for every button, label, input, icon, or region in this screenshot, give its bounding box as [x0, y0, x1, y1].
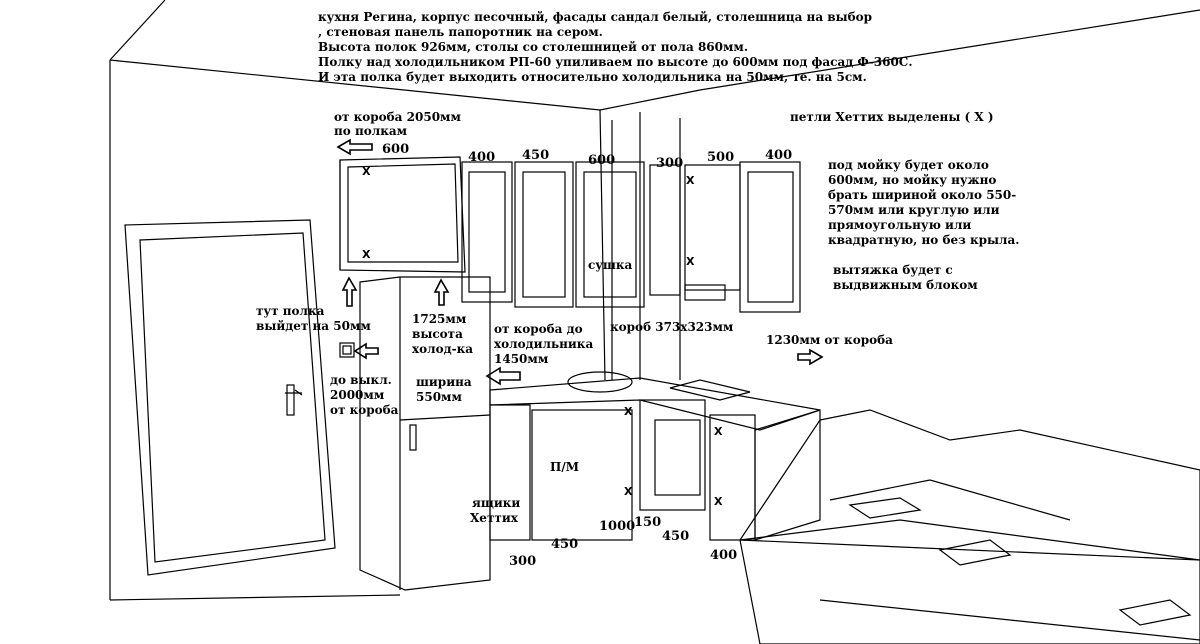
- fridge-height-1: 1725мм: [412, 312, 467, 326]
- dim-upper-400-a: 400: [468, 150, 496, 165]
- hood-note-2: выдвижным блоком: [833, 278, 978, 292]
- upper-cabinet-600: [339, 156, 466, 273]
- sink-note-5: прямоугольную или: [828, 218, 972, 232]
- box-to-shelves-2: по полкам: [334, 124, 408, 138]
- dim-upper-500: 500: [707, 150, 735, 165]
- header-note-2: , стеновая панель папоротник на сером.: [318, 25, 603, 39]
- arrow-left-fridge: [485, 366, 521, 386]
- dim-lower-150: 150: [634, 515, 662, 530]
- fridge-width-1: ширина: [416, 375, 472, 389]
- sink-note-2: 600мм, но мойку нужно: [828, 173, 997, 187]
- switch-note-2: 2000мм: [330, 388, 385, 402]
- box-to-fridge-3: 1450мм: [494, 352, 549, 366]
- dim-upper-600-a: 600: [382, 142, 410, 157]
- arrow-up-fridge: [433, 278, 450, 306]
- hinge-mark-1: X: [362, 165, 371, 178]
- sink-note-6: квадратную, но без крыла.: [828, 233, 1020, 247]
- box-to-fridge-1: от короба до: [494, 322, 583, 336]
- dim-lower-450-b: 450: [662, 529, 690, 544]
- dim-lower-450-a: 450: [551, 537, 579, 552]
- fridge: [359, 276, 491, 591]
- drawers-label-2: Хеттих: [470, 511, 518, 525]
- dim-upper-300: 300: [656, 156, 684, 171]
- arrow-up-shelf: [341, 276, 358, 307]
- hinges-note: петли Хеттих выделены ( X ): [790, 110, 994, 124]
- right-from-box: 1230мм от короба: [766, 333, 893, 347]
- hinge-mark-6: X: [624, 485, 633, 498]
- shelf-out-1: тут полка: [256, 304, 325, 318]
- box-size: короб 373х323мм: [610, 320, 734, 334]
- hinge-mark-5: X: [624, 405, 633, 418]
- switch-note-3: от короба: [330, 403, 399, 417]
- wall-box: [611, 112, 681, 380]
- hinge-mark-7: X: [714, 425, 723, 438]
- dim-upper-600-b: 600: [588, 153, 616, 168]
- door: [124, 219, 336, 576]
- hinge-mark-4: X: [686, 255, 695, 268]
- sink-note-3: брать шириной около 550-: [828, 188, 1017, 202]
- dim-lower-1000: 1000: [599, 519, 636, 534]
- sink-note-1: под мойку будет около: [828, 158, 989, 172]
- shelf-out-2: выйдет на 50мм: [256, 319, 371, 333]
- lower-cabinets: [489, 371, 821, 541]
- arrow-right-box: [797, 348, 824, 366]
- drawers-label-1: ящики: [472, 496, 521, 510]
- dim-upper-400-b: 400: [765, 148, 793, 163]
- fridge-height-2: высота: [412, 327, 463, 341]
- box-to-fridge-2: холодильника: [494, 337, 594, 351]
- box-to-shelves-1: от короба 2050мм: [334, 110, 461, 124]
- hinge-mark-3: X: [686, 174, 695, 187]
- dishwasher-label: П/М: [550, 460, 579, 474]
- hinge-mark-2: X: [362, 248, 371, 261]
- sink-note-4: 570мм или круглую или: [828, 203, 1000, 217]
- switch-note-1: до выкл.: [330, 373, 392, 387]
- upper-cabinets: [461, 161, 801, 313]
- arrows: [336, 138, 824, 386]
- dim-lower-400: 400: [710, 548, 738, 563]
- header-note-1: кухня Регина, корпус песочный, фасады са…: [318, 10, 873, 24]
- sofa: [739, 409, 1200, 644]
- light-switch: [339, 342, 355, 358]
- dim-upper-450: 450: [522, 148, 550, 163]
- dim-lower-300: 300: [509, 554, 537, 569]
- header-note-5: И эта полка будет выходить относительно …: [318, 70, 867, 84]
- fridge-width-2: 550мм: [416, 390, 462, 404]
- arrow-left-switch: [353, 342, 379, 360]
- hinge-mark-8: X: [714, 495, 723, 508]
- fridge-height-3: холод-ка: [412, 342, 474, 356]
- header-note-3: Высота полок 926мм, столы со столешницей…: [318, 40, 749, 54]
- dryer-label: сушка: [588, 258, 633, 272]
- arrow-left-top: [336, 138, 373, 156]
- header-note-4: Полку над холодильником РП-60 упиливаем …: [318, 55, 913, 69]
- hood-note-1: вытяжка будет с: [833, 263, 953, 277]
- room-walls: [109, 0, 1200, 641]
